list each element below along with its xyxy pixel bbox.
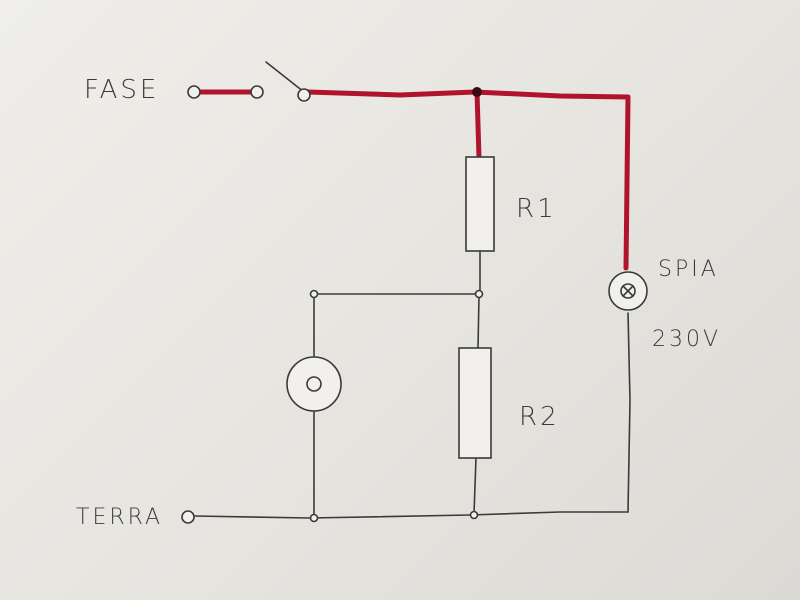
resistor-r2-icon	[458, 347, 492, 459]
load-circle-icon	[286, 356, 342, 412]
r1-feed-wire	[474, 89, 482, 161]
phase-terminal-icon	[187, 85, 201, 99]
spia-lower-wire	[627, 312, 631, 513]
label-terra: TERRA	[76, 505, 163, 530]
label-spia: SPIA	[658, 257, 719, 282]
junction-dot	[309, 513, 319, 523]
resistor-r1-icon	[465, 156, 495, 252]
phase-bus-wire	[305, 89, 631, 100]
phase-wiring	[197, 89, 631, 271]
junction-dot	[474, 289, 484, 299]
junction-dot	[469, 510, 479, 520]
ground-terminal-icon	[181, 510, 195, 524]
phase-junction-dot	[472, 87, 482, 97]
junction-dot	[309, 289, 319, 299]
switch-contact-icon	[297, 88, 311, 102]
label-voltage: 230V	[652, 327, 721, 352]
components	[181, 85, 648, 524]
r2-upper-wire	[477, 295, 480, 349]
phase-terminal-b-icon	[250, 85, 264, 99]
switch-blade	[265, 61, 305, 93]
label-r1: R1	[516, 194, 557, 224]
labels: FASE R1 R2 SPIA 230V TERRA	[76, 75, 721, 530]
spia-lamp-icon	[608, 271, 648, 311]
label-fase: FASE	[84, 75, 159, 105]
spia-feed-wire	[623, 94, 631, 271]
ink-wiring	[193, 61, 631, 519]
r2-lower-wire	[473, 457, 477, 515]
label-r2: R2	[519, 402, 560, 432]
ground-bus-wire	[193, 511, 629, 519]
